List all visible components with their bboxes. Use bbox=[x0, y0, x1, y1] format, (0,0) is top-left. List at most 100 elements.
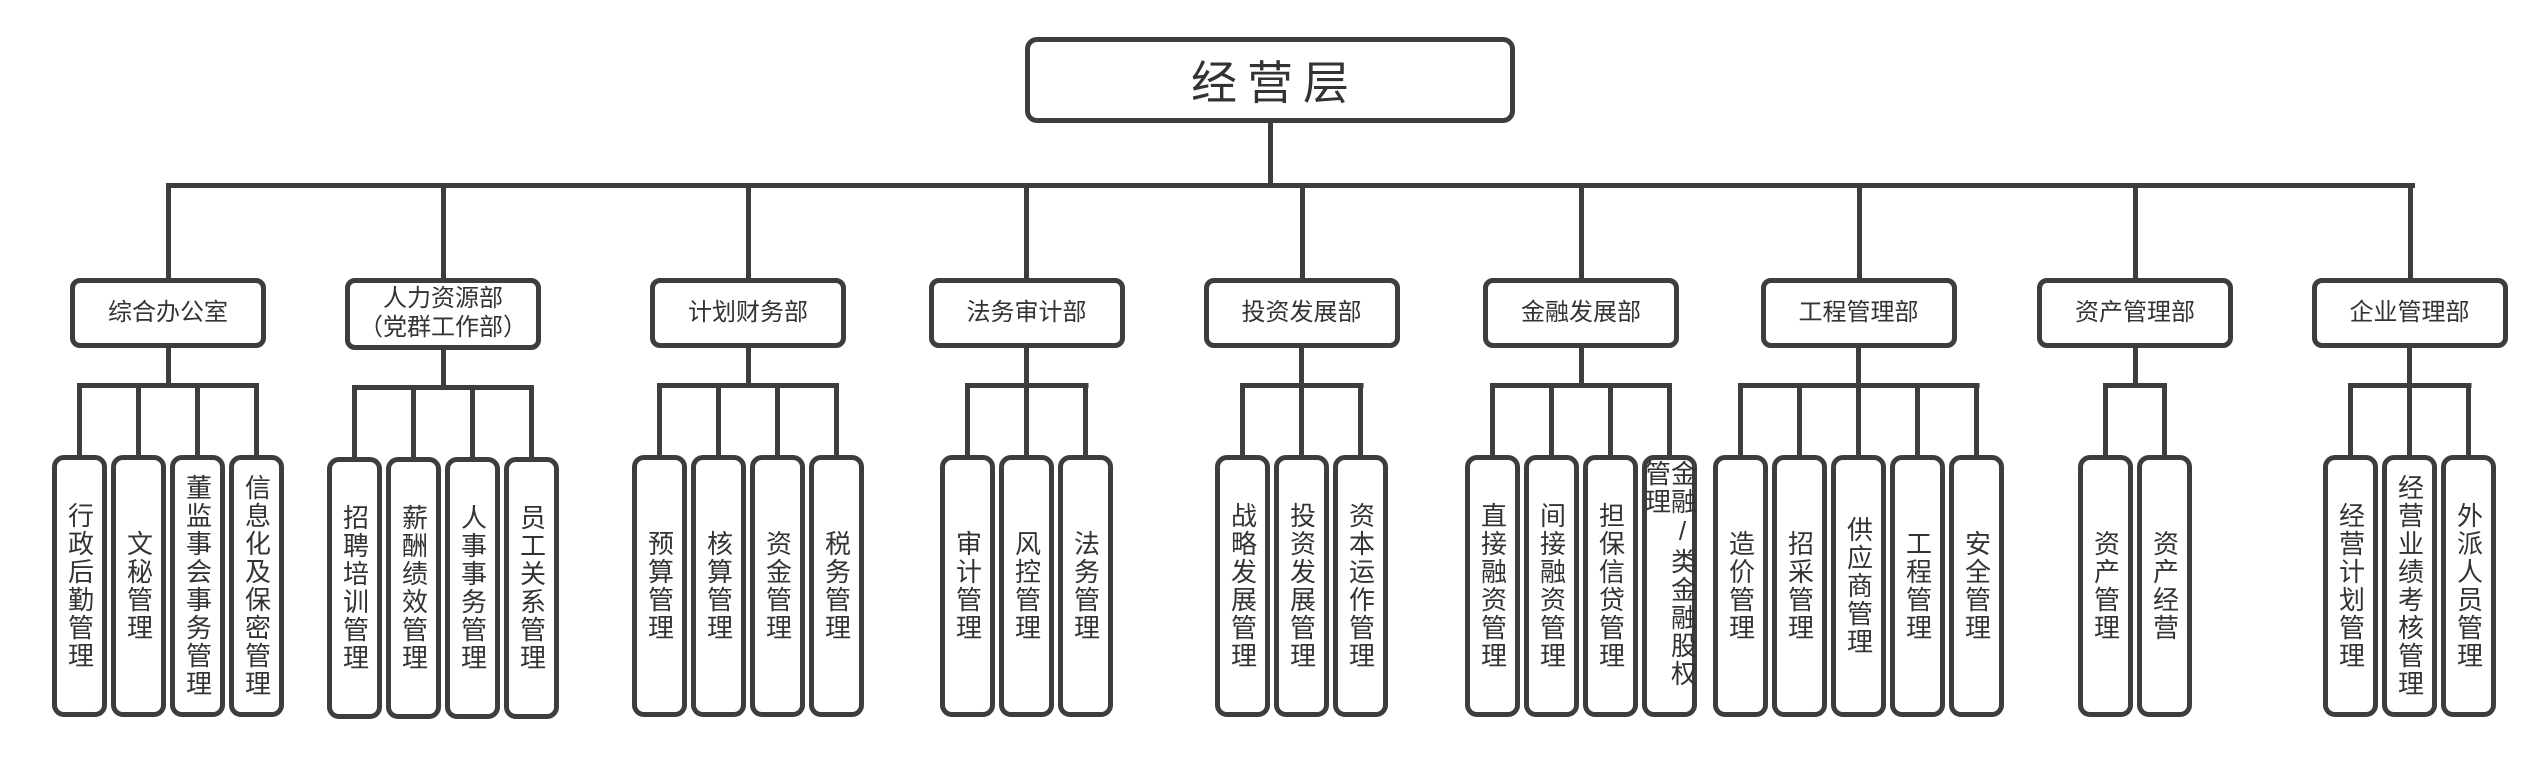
connector-stub bbox=[1024, 348, 1029, 383]
department-box: 法务审计部 bbox=[928, 278, 1125, 348]
connector-stub bbox=[1856, 383, 1861, 455]
sub-department-box: 工程管理 bbox=[1890, 455, 1945, 717]
sub-department-box: 招采管理 bbox=[1772, 455, 1827, 717]
sub-department: 董监事会事务管理 bbox=[170, 383, 225, 717]
connector-line bbox=[168, 183, 2415, 188]
connector-stub bbox=[2407, 348, 2412, 383]
connector-stub bbox=[1549, 383, 1554, 455]
department-box: 工程管理部 bbox=[1760, 278, 1957, 348]
connector-stub bbox=[165, 348, 171, 383]
sub-department: 审计管理 bbox=[940, 383, 995, 717]
connector-line bbox=[1490, 383, 1672, 388]
connector-stub bbox=[2466, 383, 2471, 455]
sub-department-box: 法务管理 bbox=[1058, 455, 1113, 717]
connector-stub bbox=[1578, 348, 1584, 383]
sub-department: 核算管理 bbox=[691, 383, 746, 717]
sub-department: 经营业绩考核管理 bbox=[2382, 383, 2437, 717]
sub-department-box: 外派人员管理 bbox=[2441, 455, 2496, 717]
branch-engineering-management: 工程管理部 造价管理 招采管理 供应商管理 工程管理 安全管理 bbox=[1713, 278, 2004, 717]
connector-stub bbox=[77, 383, 82, 455]
department-box: 金融发展部 bbox=[1483, 278, 1679, 348]
connector-stub bbox=[1024, 383, 1029, 455]
sub-department: 招采管理 bbox=[1772, 383, 1827, 717]
branch-enterprise-management: 企业管理部 经营计划管理 经营业绩考核管理 外派人员管理 bbox=[2311, 278, 2508, 717]
connector-stub bbox=[470, 384, 475, 457]
connector-stub bbox=[1490, 383, 1495, 455]
connector-stub bbox=[2348, 383, 2353, 455]
connector-stub bbox=[411, 384, 416, 457]
connector-line bbox=[1738, 383, 1979, 388]
connector-stub bbox=[1667, 383, 1672, 455]
department-box: 人力资源部 （党群工作部） bbox=[345, 278, 541, 350]
connector-stub bbox=[2132, 348, 2138, 383]
sub-department-row: 审计管理 风控管理 法务管理 bbox=[940, 383, 1113, 717]
department-box: 计划财务部 bbox=[650, 278, 846, 348]
connector-stub bbox=[746, 183, 751, 278]
connector-stub bbox=[254, 383, 259, 455]
connector-stub bbox=[1857, 183, 1862, 278]
sub-department: 风控管理 bbox=[999, 383, 1054, 717]
connector-stub bbox=[1358, 383, 1363, 455]
connector-line bbox=[2348, 383, 2471, 388]
connector-stub bbox=[1024, 183, 1029, 278]
sub-department: 法务管理 bbox=[1058, 383, 1113, 717]
connector-stub bbox=[1797, 383, 1802, 455]
sub-department: 外派人员管理 bbox=[2441, 383, 2496, 717]
sub-department-row: 资产管理 资产经营 bbox=[2078, 383, 2192, 717]
root-node-box: 经营层 bbox=[1025, 37, 1515, 123]
connector-stub bbox=[1738, 383, 1743, 455]
sub-department-box: 员工关系管理 bbox=[504, 456, 559, 719]
sub-department-box: 薪酬绩效管理 bbox=[386, 456, 441, 719]
connector-line bbox=[1240, 383, 1363, 388]
sub-department-box: 战略发展管理 bbox=[1215, 455, 1270, 717]
sub-department-box: 投资发展管理 bbox=[1274, 455, 1329, 717]
connector-stub bbox=[1268, 120, 1273, 185]
sub-department-box: 经营计划管理 bbox=[2323, 455, 2378, 717]
connector-line bbox=[965, 383, 1088, 388]
branch-asset-management: 资产管理部 资产管理 资产经营 bbox=[2037, 278, 2233, 717]
sub-department: 造价管理 bbox=[1713, 383, 1768, 717]
connector-stub bbox=[1240, 383, 1245, 455]
sub-department-box: 预算管理 bbox=[632, 455, 687, 717]
connector-stub bbox=[2103, 383, 2108, 455]
sub-department: 间接融资管理 bbox=[1524, 383, 1579, 717]
branch-general-office: 综合办公室 行政后勤管理 文秘管理 董监事会事务管理 信息化及保密管理 bbox=[52, 278, 284, 717]
sub-department: 招聘培训管理 bbox=[327, 384, 382, 719]
sub-department: 战略发展管理 bbox=[1215, 383, 1270, 717]
sub-department: 资产经营 bbox=[2137, 383, 2192, 717]
sub-department: 投资发展管理 bbox=[1274, 383, 1329, 717]
sub-department: 安全管理 bbox=[1949, 383, 2004, 717]
connector-line bbox=[77, 383, 259, 388]
sub-department: 工程管理 bbox=[1890, 383, 1945, 717]
sub-department: 员工关系管理 bbox=[504, 384, 559, 719]
sub-department: 信息化及保密管理 bbox=[229, 383, 284, 717]
connector-stub bbox=[2407, 383, 2412, 455]
sub-department-row: 经营计划管理 经营业绩考核管理 外派人员管理 bbox=[2323, 383, 2496, 717]
sub-department-box: 资产管理 bbox=[2078, 455, 2133, 717]
connector-stub bbox=[441, 183, 446, 278]
sub-department-box: 税务管理 bbox=[809, 455, 864, 717]
sub-department: 人事事务管理 bbox=[445, 384, 500, 719]
connector-stub bbox=[195, 383, 200, 455]
connector-stub bbox=[1299, 348, 1304, 383]
connector-stub bbox=[529, 384, 534, 457]
branch-financial-development: 金融发展部 直接融资管理 间接融资管理 担保信贷管理 金融/类金融股权管理 bbox=[1465, 278, 1698, 717]
sub-department-box: 供应商管理 bbox=[1831, 455, 1886, 717]
sub-department-box: 审计管理 bbox=[940, 455, 995, 717]
connector-stub bbox=[775, 383, 780, 455]
sub-department: 资金管理 bbox=[750, 383, 805, 717]
connector-stub bbox=[834, 383, 839, 455]
sub-department-row: 直接融资管理 间接融资管理 担保信贷管理 金融/类金融股权管理 bbox=[1465, 383, 1698, 717]
sub-department-row: 战略发展管理 投资发展管理 资本运作管理 bbox=[1215, 383, 1388, 717]
connector-stub bbox=[1608, 383, 1613, 455]
sub-department-box: 核算管理 bbox=[691, 455, 746, 717]
department-box: 投资发展部 bbox=[1203, 278, 1400, 348]
department-box: 企业管理部 bbox=[2311, 278, 2508, 348]
connector-stub bbox=[716, 383, 721, 455]
sub-department-row: 招聘培训管理 薪酬绩效管理 人事事务管理 员工关系管理 bbox=[327, 384, 559, 719]
department-box: 资产管理部 bbox=[2037, 278, 2233, 348]
sub-department-box: 信息化及保密管理 bbox=[229, 455, 284, 717]
connector-stub bbox=[965, 383, 970, 455]
connector-stub bbox=[2133, 183, 2138, 278]
